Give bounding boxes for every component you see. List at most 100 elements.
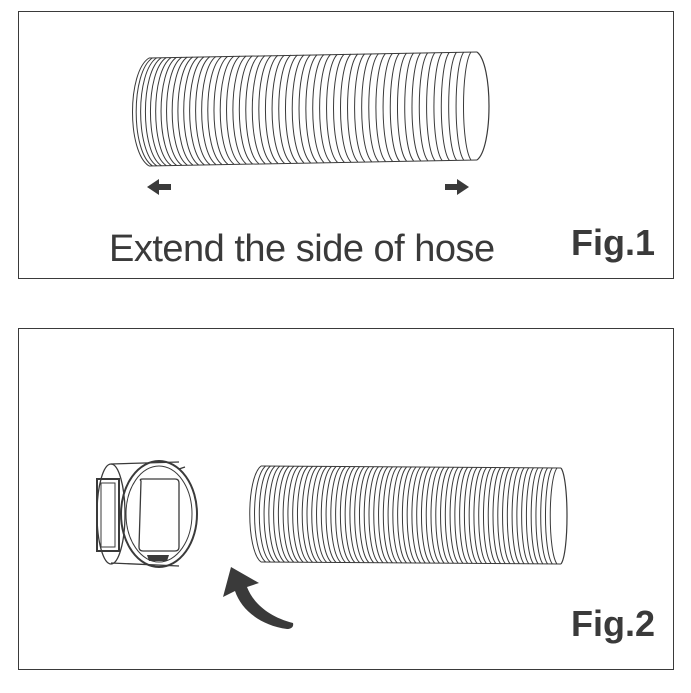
hose-rib bbox=[326, 53, 338, 163]
figure-2-drawing bbox=[96, 460, 568, 629]
hose-rib bbox=[502, 467, 511, 565]
hose-rib bbox=[411, 52, 422, 162]
arrow-left-icon bbox=[147, 179, 171, 195]
hose-rib bbox=[277, 465, 290, 563]
hose-rib bbox=[201, 56, 217, 165]
hose-rib bbox=[463, 51, 472, 161]
hose-rib bbox=[440, 52, 450, 161]
hose-rib bbox=[521, 467, 530, 565]
hose-rib bbox=[166, 56, 183, 166]
hose-rib bbox=[487, 467, 497, 564]
hose-rib bbox=[258, 55, 272, 164]
hose-rib bbox=[189, 56, 205, 166]
hose-rib bbox=[448, 51, 457, 161]
hose-rib bbox=[320, 466, 332, 563]
hose-rib bbox=[401, 466, 412, 564]
hose-rib bbox=[478, 467, 487, 564]
hose-rib bbox=[287, 465, 299, 563]
hose-rib bbox=[177, 56, 194, 166]
figure-1-panel: Extend the side of hose Fig.1 bbox=[18, 11, 674, 279]
hose-rib bbox=[271, 54, 285, 164]
hose-rib bbox=[444, 466, 455, 564]
hose-rib bbox=[268, 465, 281, 563]
figure-1-label: Fig.1 bbox=[570, 222, 655, 263]
hose-rib bbox=[251, 55, 266, 164]
hose-rib bbox=[284, 54, 298, 164]
hose-rib bbox=[511, 467, 520, 565]
hose-rib bbox=[506, 467, 516, 565]
hose-rib bbox=[258, 465, 271, 563]
hose-rib bbox=[359, 466, 370, 564]
hose-rib bbox=[440, 466, 450, 564]
hose-rib bbox=[435, 466, 445, 564]
hose-rib bbox=[426, 52, 436, 161]
hose-rib bbox=[305, 54, 318, 163]
hose-rib bbox=[392, 466, 403, 564]
hose-rib bbox=[389, 52, 400, 162]
hose-compressed bbox=[249, 465, 568, 565]
hose-rib bbox=[312, 54, 325, 163]
hose-rib bbox=[449, 466, 459, 564]
hose-rib bbox=[516, 467, 525, 565]
hose-rib bbox=[213, 55, 229, 165]
hose-rib bbox=[263, 465, 276, 563]
arrow-right-icon bbox=[445, 179, 469, 195]
hose-rib bbox=[368, 53, 379, 162]
hose-rib bbox=[492, 467, 502, 564]
hose-rib bbox=[291, 54, 305, 164]
hose-rib bbox=[530, 467, 539, 565]
hose-rib bbox=[311, 466, 323, 563]
hose-rib bbox=[325, 466, 337, 563]
hose-rib bbox=[430, 466, 440, 564]
hose-rib bbox=[347, 53, 359, 163]
hose-rib bbox=[264, 54, 279, 164]
hose-rib bbox=[416, 466, 426, 564]
hose-rib bbox=[411, 466, 422, 564]
hose-rib bbox=[226, 55, 241, 165]
hose-rib bbox=[171, 56, 188, 166]
hose-rib bbox=[545, 467, 553, 565]
hose-rib bbox=[418, 52, 429, 162]
hose-rib bbox=[232, 55, 247, 165]
hose-rib bbox=[433, 52, 443, 161]
hose-rib bbox=[135, 57, 153, 167]
hose-rib bbox=[397, 52, 407, 162]
hose-rib bbox=[378, 466, 389, 564]
hose-rib bbox=[463, 467, 473, 564]
hose-rib bbox=[354, 466, 365, 564]
hose-rib bbox=[238, 55, 253, 165]
hose-rib bbox=[397, 466, 408, 564]
hose-rib bbox=[183, 56, 199, 166]
hose-rib bbox=[454, 467, 464, 564]
hose-rib bbox=[249, 465, 262, 563]
hose-extended bbox=[132, 51, 490, 167]
hose-rib bbox=[387, 466, 398, 564]
hose-rib bbox=[361, 53, 373, 162]
hose-rib bbox=[368, 466, 379, 564]
hose-rib bbox=[207, 55, 223, 165]
figure-2-panel: Fig.2 bbox=[18, 328, 674, 670]
hose-rib bbox=[306, 466, 318, 563]
hose-rib bbox=[254, 465, 267, 563]
hose-rib bbox=[316, 466, 328, 563]
hose-rib bbox=[298, 54, 311, 164]
hose-rib bbox=[459, 467, 469, 564]
hose-rib bbox=[301, 465, 314, 563]
hose-rib bbox=[468, 467, 478, 564]
hose-rib bbox=[339, 466, 351, 563]
hose-rib bbox=[473, 467, 483, 564]
hose-connector bbox=[96, 460, 198, 568]
hose-rib bbox=[382, 52, 393, 162]
hose-rib bbox=[373, 466, 384, 564]
hose-rib bbox=[155, 56, 172, 166]
hose-rib bbox=[406, 466, 417, 564]
hose-rib bbox=[132, 57, 150, 167]
hose-rib bbox=[297, 465, 309, 563]
hose-rib bbox=[483, 467, 492, 564]
hose-rib bbox=[525, 467, 534, 565]
hose-rib bbox=[404, 52, 415, 162]
hose-rib bbox=[375, 53, 386, 162]
hose-rib bbox=[282, 465, 295, 563]
hose-rib bbox=[421, 466, 431, 564]
hose-rib bbox=[140, 57, 158, 167]
